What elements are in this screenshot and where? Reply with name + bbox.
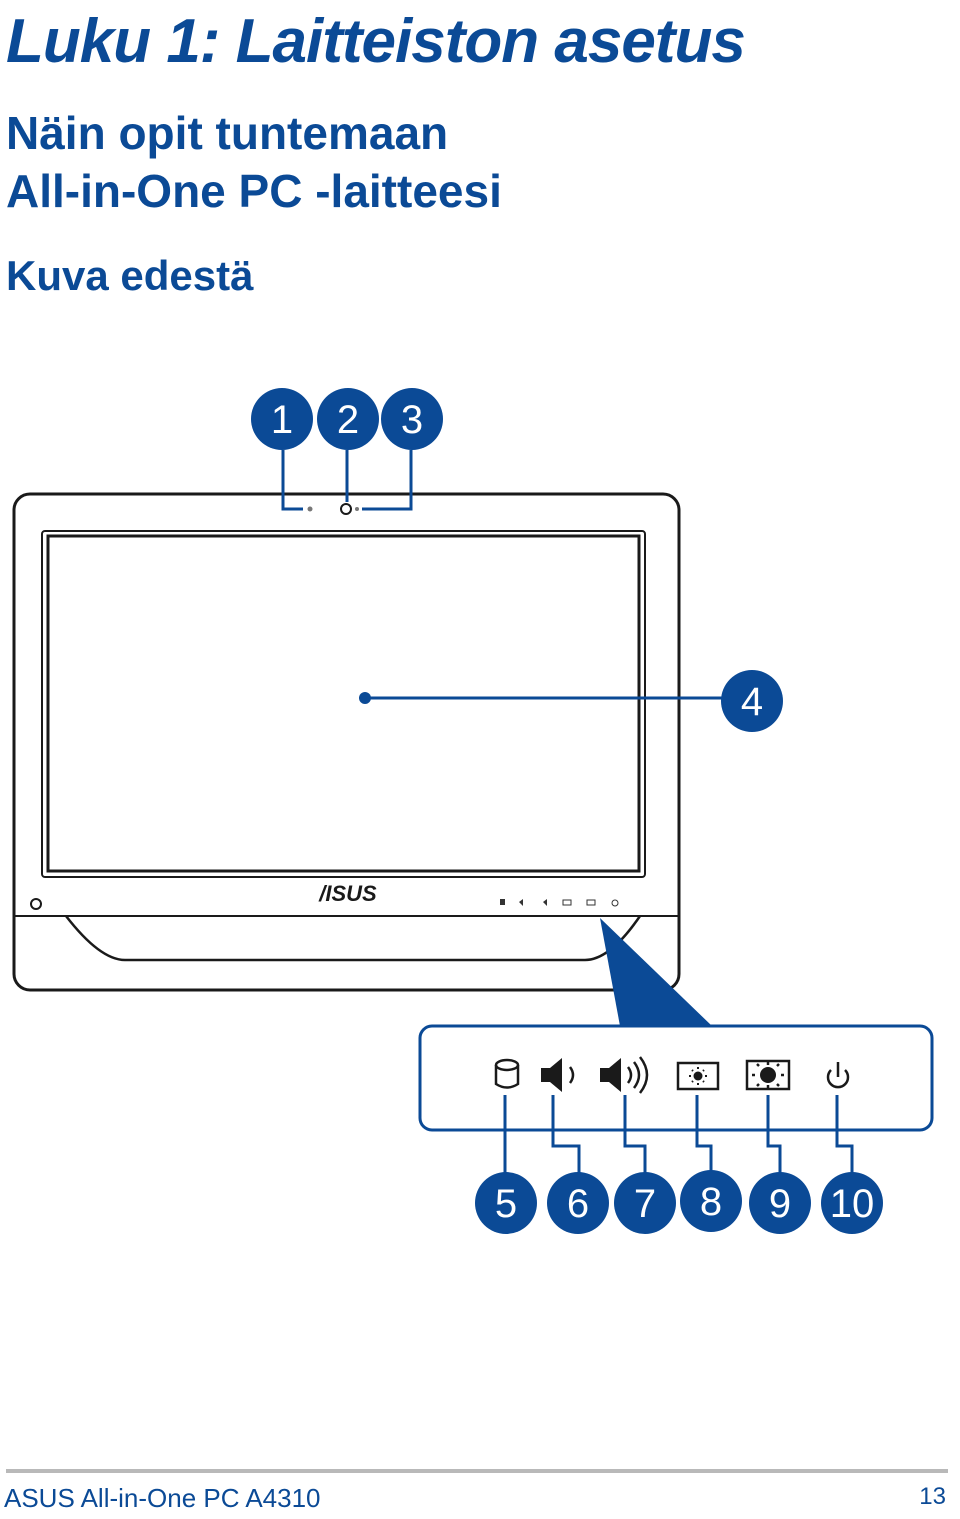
chapter-title: Luku 1: Laitteiston asetus — [6, 7, 746, 76]
monitor-outline — [12, 492, 681, 992]
svg-text:6: 6 — [567, 1182, 589, 1226]
volume-up-icon — [600, 1056, 649, 1094]
callout-4: 4 — [721, 670, 783, 732]
bezel-button-row — [500, 899, 619, 907]
power-icon — [826, 1062, 850, 1089]
webcam-led-dot — [307, 506, 313, 512]
button-panel-zoom — [418, 1024, 934, 1132]
callout-7: 7 — [614, 1172, 676, 1234]
footer-divider — [6, 1469, 948, 1473]
svg-text:8: 8 — [700, 1180, 722, 1224]
bezel-sensor-icon — [30, 898, 42, 910]
callout-2: 2 — [317, 388, 379, 450]
svg-text:7: 7 — [634, 1182, 656, 1226]
callout-3: 3 — [381, 388, 443, 450]
svg-text:10: 10 — [830, 1182, 875, 1226]
volume-down-icon — [541, 1058, 575, 1092]
svg-text:2: 2 — [337, 398, 359, 442]
footer-product-name: ASUS All-in-One PC A4310 — [4, 1483, 321, 1513]
zoom-wedge — [600, 918, 712, 1026]
svg-text:5: 5 — [495, 1182, 517, 1226]
webcam-lens — [340, 503, 352, 515]
svg-text:3: 3 — [401, 398, 423, 442]
svg-text:9: 9 — [769, 1182, 791, 1226]
callout-1: 1 — [251, 388, 313, 450]
callout-8: 8 — [680, 1170, 742, 1232]
page-number: 13 — [919, 1483, 946, 1510]
callout-9: 9 — [749, 1172, 811, 1234]
subtitle-line-1: Näin opit tuntemaan — [6, 107, 449, 159]
svg-text:1: 1 — [271, 398, 293, 442]
callout-10: 10 — [821, 1172, 883, 1234]
screen-pointer-dot — [359, 692, 371, 704]
asus-logo: /ISUS — [318, 881, 377, 906]
brightness-up-icon — [745, 1059, 791, 1091]
microphone-dot — [355, 507, 359, 511]
section-subtitle: Näin opit tuntemaan All-in-One PC -laitt… — [6, 104, 502, 220]
callout-5: 5 — [475, 1172, 537, 1234]
brightness-down-icon — [676, 1061, 720, 1091]
front-view-figure: /ISUS — [12, 388, 934, 1234]
subsection-heading: Kuva edestä — [6, 252, 254, 299]
hdd-activity-icon — [494, 1058, 520, 1089]
callout-6: 6 — [547, 1172, 609, 1234]
subtitle-line-2: All-in-One PC -laitteesi — [6, 165, 502, 217]
svg-text:4: 4 — [741, 680, 763, 724]
